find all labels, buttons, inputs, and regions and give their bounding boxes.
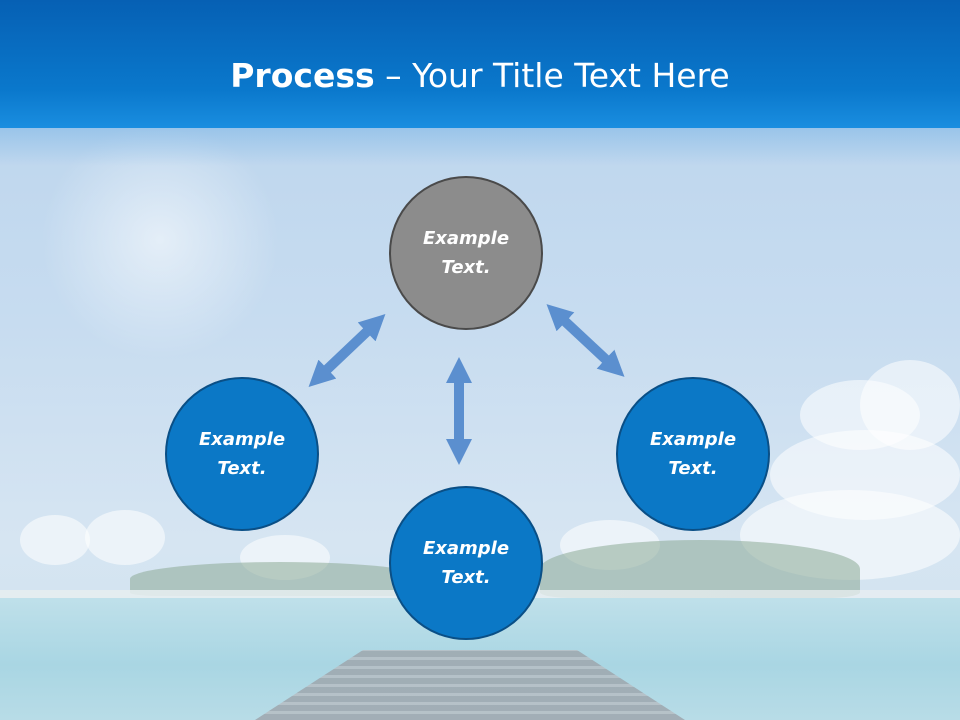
cloud — [85, 510, 165, 565]
arrow-left-top — [308, 314, 386, 387]
title-bold: Process — [230, 56, 375, 95]
node-bottom: Example Text. — [389, 486, 543, 640]
arrow-top-right — [546, 304, 625, 377]
node-top-label: Example Text. — [422, 228, 510, 278]
node-left-label: Example Text. — [198, 429, 286, 479]
node-right: Example Text. — [616, 377, 770, 531]
slide-title: Process – Your Title Text Here — [0, 54, 960, 98]
node-top: Example Text. — [389, 176, 543, 330]
title-rest: – Your Title Text Here — [374, 56, 730, 95]
title-fade — [0, 126, 960, 166]
cloud — [20, 515, 90, 565]
node-left: Example Text. — [165, 377, 319, 531]
node-right-label: Example Text. — [649, 429, 737, 479]
island — [540, 540, 860, 598]
title-bar — [0, 0, 960, 128]
node-bottom-label: Example Text. — [422, 538, 510, 588]
